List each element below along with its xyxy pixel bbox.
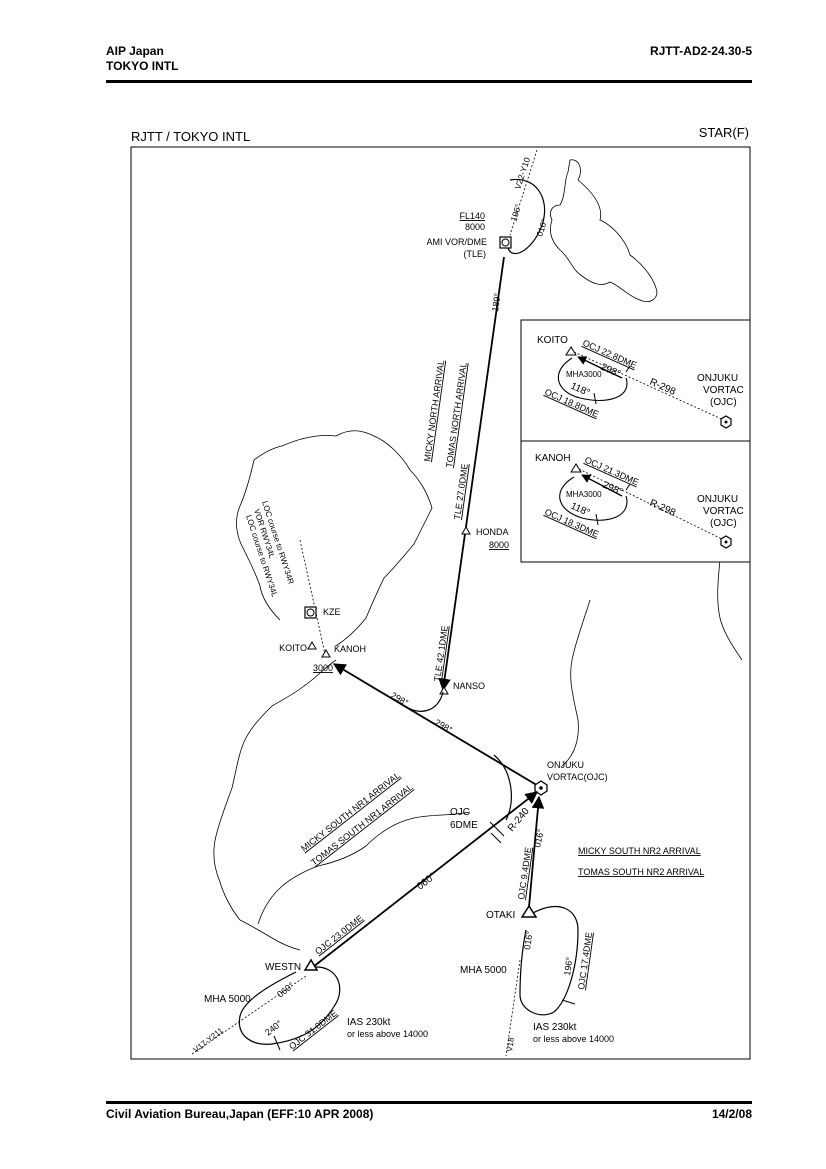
kze-symbol (304, 606, 317, 619)
ias-south-line2: or less above 14000 (533, 1034, 614, 1044)
main-track-298 (332, 663, 541, 837)
footer-rule (106, 1101, 752, 1104)
honda-fix-symbol (461, 525, 471, 535)
ias-west-line2: or less above 14000 (347, 1029, 428, 1039)
onjuku-name: ONJUKU (547, 760, 584, 770)
south-nr1-titles: MICKY SOUTH NR1 ARRIVAL TOMAS SOUTH NR1 … (299, 770, 415, 867)
westn-inbound: 060° (275, 980, 296, 1000)
inset2-nav2: VORTAC (703, 506, 744, 517)
r298b-label: 298° (433, 717, 454, 735)
inset2-nav3: (OJC) (710, 518, 737, 529)
ojc174-label: OJC 17.4DME (576, 931, 594, 990)
ami-fl: FL140 (459, 211, 485, 221)
inset1-nav2: VORTAC (703, 385, 744, 396)
inset2-fix: KANOH (535, 453, 571, 464)
inset1-nav1: ONJUKU (697, 373, 738, 384)
coastline (213, 159, 743, 951)
ias-south-line1: IAS 230kt (533, 1022, 577, 1033)
otaki-inbound: 016° (522, 930, 535, 950)
westn-outbound: 240° (263, 1018, 284, 1038)
otaki-outbound: 196° (562, 956, 575, 976)
inset2-nav1: ONJUKU (697, 494, 738, 505)
otaki-fix-symbol (520, 904, 538, 918)
otaki-name: OTAKI (486, 910, 515, 921)
westn-name: WESTN (265, 962, 301, 973)
micky-north-title: MICKY NORTH ARRIVAL (422, 359, 446, 462)
inset1-mha: MHA3000 (566, 370, 602, 379)
footer-publisher: Civil Aviation Bureau,Japan (EFF:10 APR … (106, 1107, 374, 1121)
loc-course-line (299, 539, 326, 655)
westn-fix-symbol (303, 958, 319, 971)
otaki-mha: MHA 5000 (460, 965, 507, 976)
inset1-nav3: (OJC) (710, 397, 737, 408)
r298a-label: 298° (389, 690, 410, 708)
micky-south-nr2-title: MICKY SOUTH NR2 ARRIVAL (578, 846, 701, 856)
onjuku-vortac-symbol (534, 780, 548, 796)
nanso-fix-symbol (439, 685, 449, 695)
westn-mha: MHA 5000 (204, 994, 251, 1005)
nanso-name: NANSO (453, 681, 485, 691)
koito-name: KOITO (279, 643, 307, 653)
header-rule (106, 80, 752, 83)
ojc6-line1: OJC (450, 807, 470, 818)
north-arrival-titles: MICKY NORTH ARRIVAL TOMAS NORTH ARRIVAL (422, 359, 469, 468)
onjuku-ident: VORTAC(OJC) (547, 772, 608, 782)
honda-name: HONDA (476, 527, 509, 537)
chart-title: RJTT / TOKYO INTL (131, 129, 250, 144)
tomas-north-title: TOMAS NORTH ARRIVAL (444, 362, 469, 468)
north-route (438, 149, 546, 692)
header-page-id: RJTT-AD2-24.30-5 (649, 44, 752, 58)
chart-type: STAR(F) (699, 125, 749, 140)
kanoh-fix-symbol (321, 648, 331, 658)
honda-alt: 8000 (489, 540, 509, 550)
track-189-label: 189° (490, 292, 503, 312)
tle27-label: TLE 27.0DME (452, 463, 470, 520)
ami-outbound-label: 196° (508, 203, 523, 223)
header-aip: AIP Japan (106, 44, 164, 58)
chart-frame (130, 146, 751, 1060)
ias-west-line1: IAS 230kt (347, 1017, 391, 1028)
inset1-fix: KOITO (537, 335, 568, 346)
kanoh-alt: 3000 (313, 663, 333, 673)
ami-name: AMI VOR/DME (426, 237, 487, 247)
inset2-mha: MHA3000 (566, 490, 602, 499)
ami-vordme-symbol (499, 236, 512, 249)
track-060-label: 060° (415, 871, 438, 892)
kanoh-name: KANOH (334, 644, 366, 654)
ami-alt: 8000 (465, 222, 485, 232)
south-nr2-route (505, 795, 579, 1057)
ami-ident: (TLE) (464, 249, 487, 259)
ojc230-label: OJC 23.0DME (313, 913, 365, 957)
airway-sw-label: V17-Y211 (192, 1026, 226, 1055)
koito-fix-symbol (307, 640, 317, 650)
ojc6-line2: 6DME (450, 820, 478, 831)
ami-inbound-label: 016° (534, 218, 549, 238)
south-nr1-route (191, 791, 538, 1055)
tomas-south-nr2-title: TOMAS SOUTH NR2 ARRIVAL (578, 867, 704, 877)
airway-s-label: V18 (505, 1036, 516, 1052)
ojc310-label: OJC 31.0DME (287, 1008, 339, 1052)
kze-name: KZE (323, 607, 341, 617)
footer-date: 14/2/08 (711, 1107, 752, 1121)
tle42-label: TLE 42.1DME (432, 625, 450, 682)
south-nr2-titles: MICKY SOUTH NR2 ARRIVAL TOMAS SOUTH NR2 … (578, 846, 704, 877)
header-left: AIP Japan TOKYO INTL (106, 44, 178, 74)
header-aerodrome: TOKYO INTL (106, 59, 179, 73)
